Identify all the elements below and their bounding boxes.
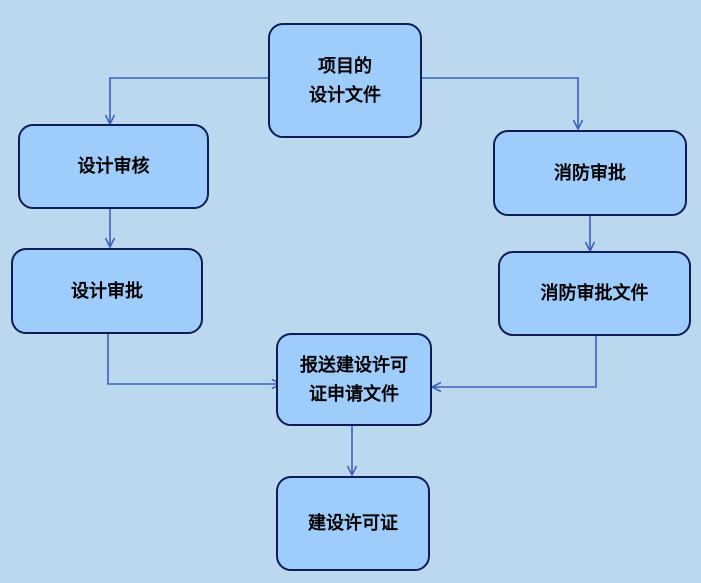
node-label: 设计审批 xyxy=(71,280,143,302)
node-construction-permit: 建设许可证 xyxy=(276,476,430,571)
node-label-line: 设计文件 xyxy=(309,84,381,106)
node-label-line: 证申请文件 xyxy=(309,383,399,405)
node-submit-permit-application: 报送建设许可 证申请文件 xyxy=(276,333,432,426)
edge-project-to-fire-approval xyxy=(422,77,584,131)
node-label: 消防审批文件 xyxy=(540,283,649,304)
edge-fire-docs-to-permit-application xyxy=(430,336,597,393)
node-label: 消防审批 xyxy=(554,162,626,184)
node-label-line: 项目的 xyxy=(318,55,372,77)
node-design-approval: 设计审批 xyxy=(11,248,203,334)
node-fire-approval: 消防审批 xyxy=(493,130,687,216)
node-design-review: 设计审核 xyxy=(18,124,209,209)
node-fire-approval-docs: 消防审批文件 xyxy=(498,251,691,336)
edge-design-approval-to-permit-application xyxy=(107,334,283,390)
node-label-line: 报送建设许可 xyxy=(300,354,408,376)
node-label: 建设许可证 xyxy=(308,513,398,534)
node-label: 设计审核 xyxy=(77,156,150,177)
edge-project-to-design-review xyxy=(104,77,268,126)
node-project-design-docs: 项目的 设计文件 xyxy=(268,23,422,138)
